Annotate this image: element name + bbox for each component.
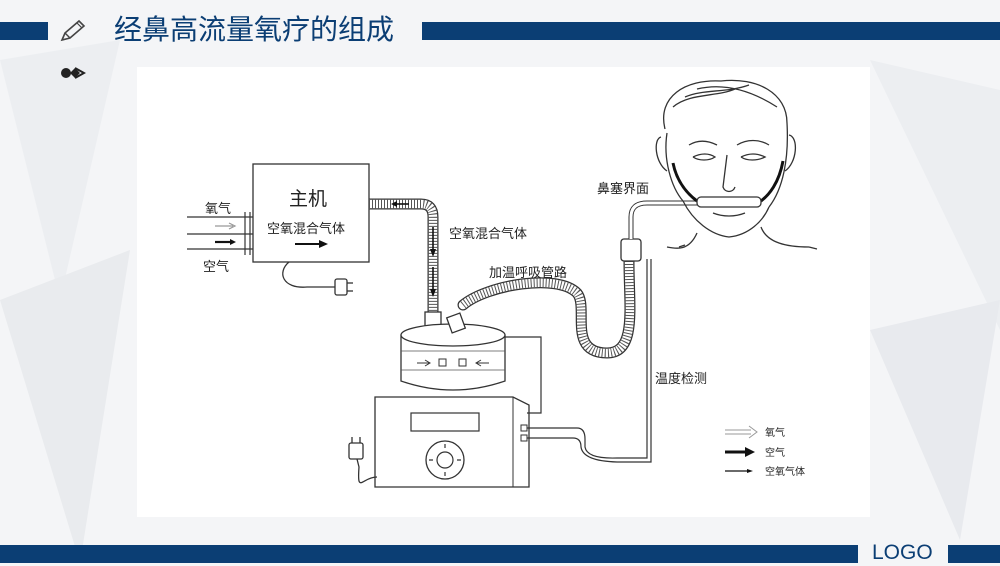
patient-head — [655, 79, 818, 250]
tube-mix-label: 空氧混合气体 — [449, 226, 527, 242]
footer-bar-left — [0, 545, 858, 563]
footer-bar-right — [948, 545, 1000, 563]
header-bar-right — [422, 22, 1000, 40]
legend-air: 空气 — [725, 446, 785, 459]
legend-mixed-label: 空氧气体 — [765, 465, 805, 478]
oxygen-input-label: 氧气 — [205, 201, 231, 217]
base-power-cord — [348, 437, 378, 484]
nasal-tube: 鼻塞界面 — [597, 181, 697, 239]
humidifier-chamber — [400, 312, 506, 391]
legend-oxygen-label: 氧气 — [765, 426, 785, 439]
main-unit-label: 主机 — [289, 188, 327, 210]
footer-logo: LOGO — [872, 541, 933, 564]
main-unit-power-cord — [282, 261, 353, 296]
heated-circuit: 加温呼吸管路 — [457, 238, 642, 359]
temp-sensing-label: 温度检测 — [655, 371, 707, 387]
nasal-interface-label: 鼻塞界面 — [597, 181, 649, 197]
heated-circuit-label: 加温呼吸管路 — [489, 265, 567, 281]
nasal-cannula — [671, 160, 785, 208]
air-input-label: 空气 — [203, 259, 229, 275]
legend-mixed: 空氧气体 — [725, 465, 805, 478]
header-bar-left — [0, 22, 48, 40]
main-unit-flow-label: 空氧混合气体 — [267, 221, 345, 237]
base-unit — [374, 396, 530, 488]
diagram-panel: 主机 空氧混合气体 氧气 空气 — [137, 67, 870, 517]
hfnc-diagram: 主机 空氧混合气体 氧气 空气 — [187, 79, 818, 488]
sensor-cable: 温度检测 — [505, 259, 707, 463]
legend-air-label: 空气 — [765, 446, 785, 459]
bullet-icon — [61, 67, 86, 79]
main-unit: 主机 空氧混合气体 — [252, 163, 370, 263]
legend: 氧气 空气 空氧气体 — [725, 425, 805, 478]
inlet-pipes: 氧气 空气 — [187, 201, 253, 275]
pencil-icon — [60, 19, 86, 42]
legend-oxygen: 氧气 — [725, 425, 785, 439]
page-title: 经鼻高流量氧疗的组成 — [114, 13, 395, 46]
